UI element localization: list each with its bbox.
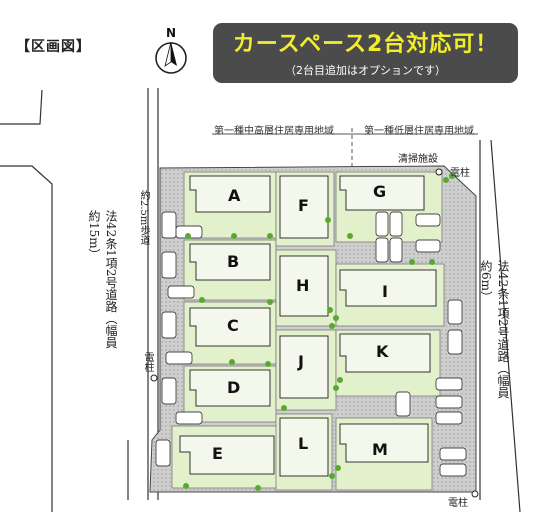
- promo-banner: [213, 23, 518, 83]
- lot-label-f: F: [298, 196, 309, 215]
- page-title: 【区画図】: [16, 39, 91, 55]
- pole-label-bottom: 電柱: [448, 498, 468, 509]
- right-road-lines: [479, 139, 521, 512]
- parking-stalls: [155, 211, 467, 477]
- lot-label-j: J: [298, 352, 304, 371]
- north-compass-icon: N: [150, 26, 192, 76]
- lot-label-e: E: [212, 444, 223, 463]
- lot-label-b: B: [227, 252, 240, 271]
- cleaning-facility-label: 清掃施設: [398, 154, 438, 165]
- lot-label-a: A: [228, 186, 241, 205]
- pole-label-left: 電柱: [142, 352, 153, 372]
- pole-label-top: 電柱: [450, 168, 470, 179]
- lot-label-m: M: [372, 440, 388, 459]
- banner-main-text: カースペース2台対応可！: [232, 32, 499, 57]
- lot-label-k: K: [376, 342, 389, 361]
- road-label-right: 法42条1項2号道路（幅員約6m）: [479, 260, 510, 399]
- lot-label-d: D: [227, 378, 241, 397]
- building-footprints: [179, 175, 437, 477]
- left-road-lines: [0, 88, 159, 512]
- lot-label-l: L: [298, 434, 309, 453]
- zone-label-right: 第一種低層住居専用地域: [364, 126, 474, 137]
- lot-label-h: H: [296, 276, 310, 295]
- tree-icons: [183, 173, 455, 491]
- compass-label: N: [166, 26, 176, 40]
- zone-label-left: 第一種中高層住居専用地域: [214, 126, 334, 137]
- lot-label-g: G: [373, 182, 387, 201]
- lot-label-i: I: [382, 282, 388, 301]
- banner-sub-text: （2台目追加はオプションです）: [285, 64, 446, 77]
- sidewalk-label: 約2.5m歩道: [138, 190, 149, 246]
- lot-label-c: C: [227, 316, 239, 335]
- utility-pole-icons: [150, 168, 479, 498]
- road-label-left: 法42条1項2号道路（幅員約15m）: [87, 210, 118, 349]
